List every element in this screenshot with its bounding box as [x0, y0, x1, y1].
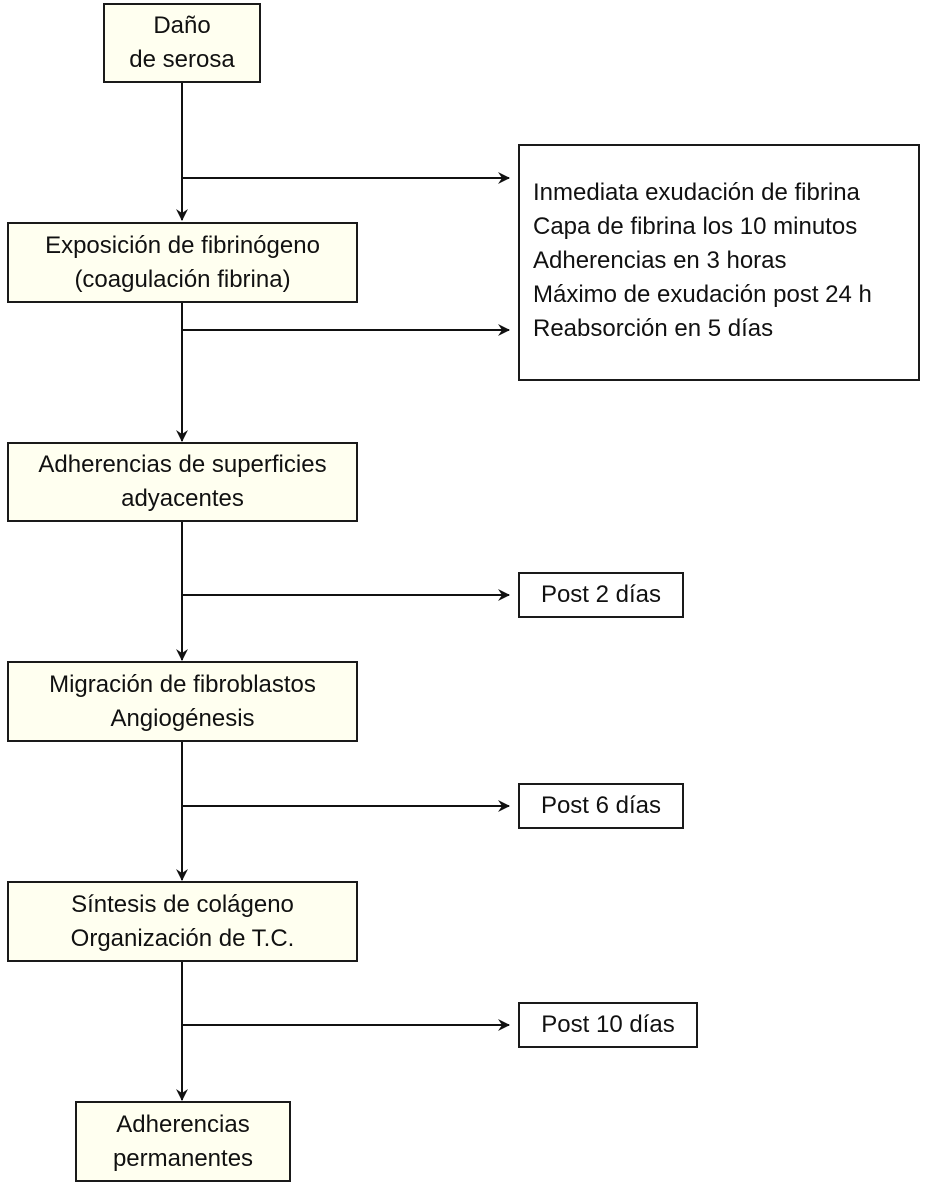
- post-6-days-label: Post 6 días: [540, 792, 662, 819]
- step-fibrinogen-exposure: Exposición de fibrinógeno (coagulación f…: [7, 222, 358, 303]
- step-serosa-damage-line-2: de serosa: [129, 46, 235, 73]
- timeline-notes-box: Inmediata exudación de fibrina Capa de f…: [518, 144, 920, 381]
- step-collagen-synthesis: Síntesis de colágeno Organización de T.C…: [7, 881, 358, 962]
- step-fibroblast-migration: Migración de fibroblastos Angiogénesis: [7, 661, 358, 742]
- post-10-days-box: Post 10 días: [518, 1002, 698, 1048]
- step-collagen-synthesis-line-2: Organización de T.C.: [70, 924, 295, 952]
- post-6-days-box: Post 6 días: [518, 783, 684, 829]
- post-10-days-label: Post 10 días: [541, 1011, 675, 1038]
- step-serosa-damage: Daño de serosa: [103, 3, 261, 83]
- step-fibroblast-migration-line-2: Angiogénesis: [110, 704, 255, 732]
- step-permanent-adhesions-line-2: permanentes: [112, 1144, 254, 1172]
- step-serosa-damage-line-1: Daño: [153, 12, 211, 39]
- step-fibrinogen-exposure-line-1: Exposición de fibrinógeno: [45, 231, 320, 259]
- step-permanent-adhesions-line-1: Adherencias: [116, 1110, 250, 1138]
- post-2-days-box: Post 2 días: [518, 572, 684, 618]
- step-collagen-synthesis-line-1: Síntesis de colágeno: [71, 890, 294, 918]
- step-fibrinogen-exposure-line-2: (coagulación fibrina): [74, 265, 291, 293]
- step-permanent-adhesions: Adherencias permanentes: [75, 1101, 291, 1182]
- step-adjacent-adhesions: Adherencias de superficies adyacentes: [7, 442, 358, 522]
- timeline-note: Adherencias en 3 horas: [533, 247, 787, 274]
- timeline-note: Reabsorción en 5 días: [533, 315, 774, 342]
- step-adjacent-adhesions-line-1: Adherencias de superficies: [38, 451, 327, 478]
- step-adjacent-adhesions-line-2: adyacentes: [121, 485, 244, 512]
- post-2-days-label: Post 2 días: [540, 581, 662, 608]
- timeline-note: Capa de fibrina los 10 minutos: [533, 213, 858, 240]
- timeline-note: Máximo de exudación post 24 h: [533, 281, 872, 308]
- timeline-note: Inmediata exudación de fibrina: [533, 179, 860, 206]
- step-fibroblast-migration-line-1: Migración de fibroblastos: [49, 670, 316, 698]
